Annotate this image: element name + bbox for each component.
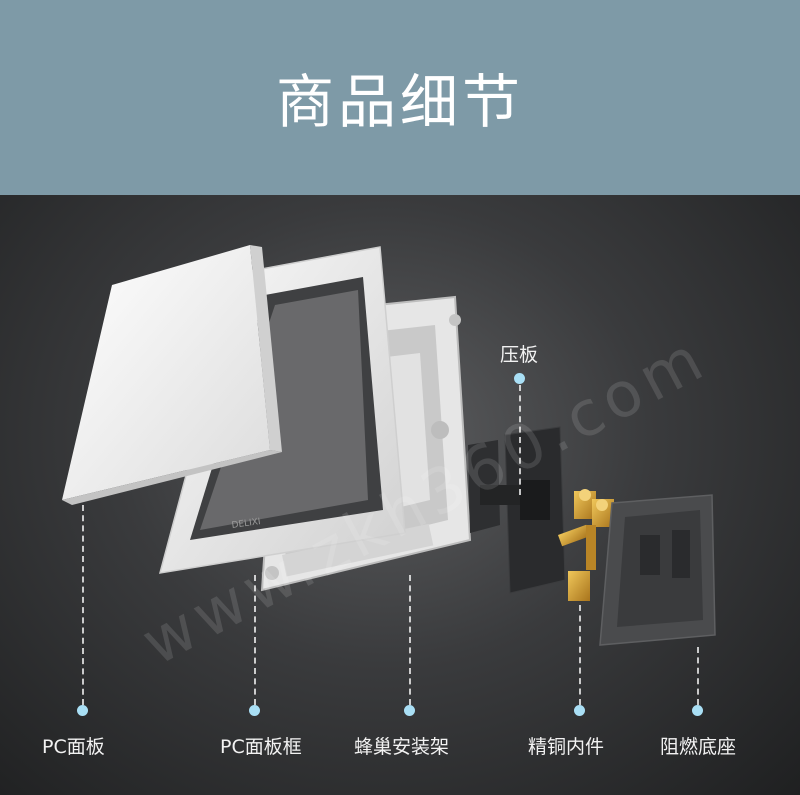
marker-dot-pressure-plate: [514, 373, 525, 384]
label-copper-internals: 精铜内件: [528, 736, 605, 758]
leader-line-flame-retardant-base: [697, 647, 699, 705]
leader-line-pc-panel-frame: [254, 575, 256, 705]
marker-dot-copper-internals: [574, 705, 585, 716]
label-pc-panel-frame: PC面板框: [220, 736, 302, 758]
flame-retardant-base-graphic: [599, 494, 716, 646]
label-flame-retardant-base: 阻燃底座: [660, 736, 737, 758]
marker-dot-honeycomb-bracket: [404, 705, 415, 716]
marker-dot-pc-panel-frame: [249, 705, 260, 716]
exploded-view-stage: DELIXI: [0, 195, 800, 795]
marker-dot-pc-panel: [77, 705, 88, 716]
page-title: 商品细节: [275, 68, 524, 136]
leader-line-copper-internals: [579, 605, 581, 705]
label-pressure-plate: 压板: [500, 344, 539, 366]
leader-line-pc-panel: [82, 505, 84, 705]
exploded-switch-illustration: DELIXI: [62, 245, 716, 646]
leader-line-honeycomb-bracket: [409, 575, 411, 705]
label-honeycomb-bracket: 蜂巢安装架: [354, 736, 450, 758]
copper-internals-graphic: [558, 489, 614, 601]
svg-text:DELIXI: DELIXI: [231, 517, 261, 531]
marker-dot-flame-retardant-base: [692, 705, 703, 716]
pc-panel-graphic: [62, 245, 282, 505]
leader-line-pressure-plate: [519, 385, 521, 495]
header-banner: 商品细节: [0, 0, 800, 195]
label-pc-panel: PC面板: [42, 736, 105, 758]
pc-panel-frame-graphic: DELIXI: [158, 246, 406, 574]
